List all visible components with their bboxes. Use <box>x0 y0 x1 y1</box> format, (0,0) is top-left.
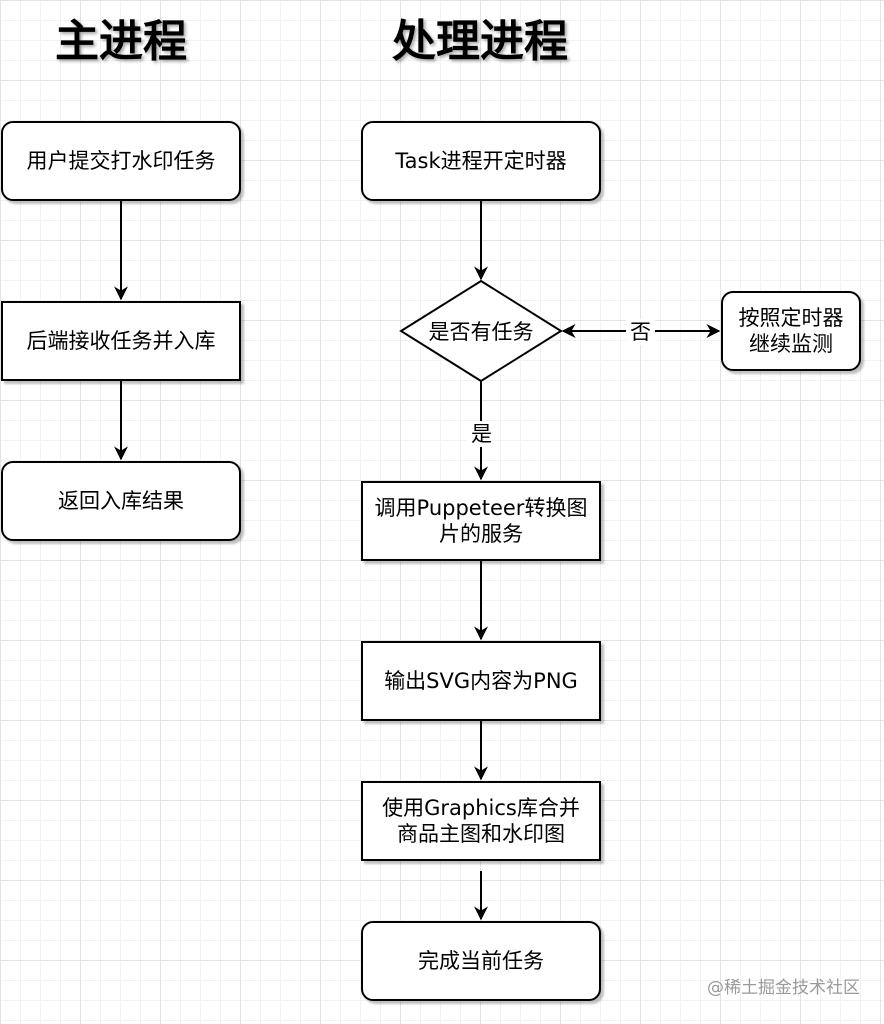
node-return-result-label: 返回入库结果 <box>58 489 184 513</box>
node-merge-images-label: 使用Graphics库合并 商品主图和水印图 <box>382 795 580 847</box>
edge-label-no: 否 <box>626 319 655 345</box>
node-backend-store-task-label: 后端接收任务并入库 <box>26 329 216 353</box>
node-merge-images[interactable]: 使用Graphics库合并 商品主图和水印图 <box>361 781 601 861</box>
processing-process-heading: 处理进程 <box>392 16 568 67</box>
node-user-submit-task-label: 用户提交打水印任务 <box>26 149 216 173</box>
node-complete-task[interactable]: 完成当前任务 <box>361 921 601 1001</box>
node-output-png[interactable]: 输出SVG内容为PNG <box>361 641 601 721</box>
node-task-timer-label: Task进程开定时器 <box>395 149 567 173</box>
node-backend-store-task[interactable]: 后端接收任务并入库 <box>1 301 241 381</box>
node-continue-monitoring-label: 按照定时器 继续监测 <box>739 305 844 357</box>
puppeteer-line-1: 调用Puppeteer转换图 <box>374 496 588 520</box>
node-task-timer[interactable]: Task进程开定时器 <box>361 121 601 201</box>
decision-has-task-label[interactable]: 是否有任务 <box>428 320 534 344</box>
merge-line-2: 商品主图和水印图 <box>397 822 565 846</box>
edge-label-yes: 是 <box>467 421 496 447</box>
node-call-puppeteer[interactable]: 调用Puppeteer转换图 片的服务 <box>361 481 601 561</box>
node-output-png-label: 输出SVG内容为PNG <box>384 669 578 693</box>
node-return-result[interactable]: 返回入库结果 <box>1 461 241 541</box>
node-complete-task-label: 完成当前任务 <box>418 949 544 973</box>
merge-line-1: 使用Graphics库合并 <box>382 796 580 820</box>
node-call-puppeteer-label: 调用Puppeteer转换图 片的服务 <box>375 495 588 547</box>
monitor-line-1: 按照定时器 <box>738 306 844 330</box>
main-process-heading: 主进程 <box>55 16 187 67</box>
node-user-submit-task[interactable]: 用户提交打水印任务 <box>1 121 241 201</box>
puppeteer-line-2: 片的服务 <box>439 522 523 546</box>
watermark: @稀土掘金技术社区 <box>707 978 860 998</box>
monitor-line-2: 继续监测 <box>749 332 833 356</box>
node-continue-monitoring[interactable]: 按照定时器 继续监测 <box>721 291 861 371</box>
